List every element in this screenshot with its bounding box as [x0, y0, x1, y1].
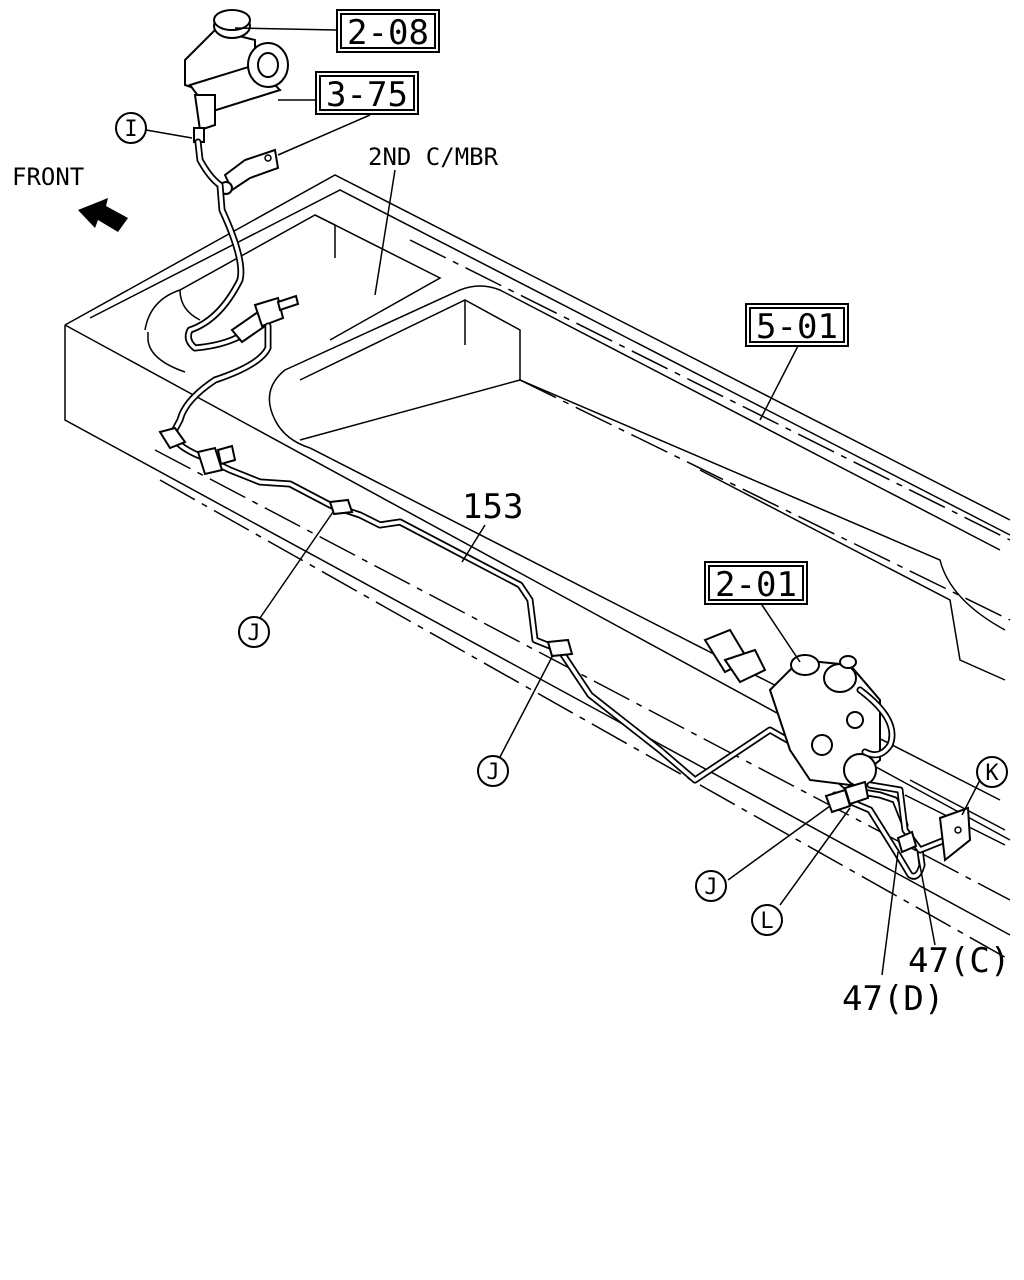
callout-i-label: I	[124, 117, 137, 142]
pipe-joint-l	[843, 780, 918, 854]
callout-j-1-label: J	[247, 621, 260, 646]
front-label: FRONT	[12, 163, 84, 191]
pipe-bracket-k	[938, 806, 972, 862]
callout-j-3[interactable]: J	[695, 870, 727, 902]
callout-l-label: L	[760, 909, 773, 934]
callout-l[interactable]: L	[751, 904, 783, 936]
ref-label-3-75: 3-75	[326, 75, 408, 115]
callout-j-1[interactable]: J	[238, 616, 270, 648]
cross-member-label: 2ND C/MBR	[368, 143, 499, 171]
clutch-booster-unit	[703, 628, 896, 787]
ref-box-3-75[interactable]: 3-75	[315, 71, 419, 115]
ref-label-2-08: 2-08	[347, 13, 429, 53]
ref-box-2-08[interactable]: 2-08	[336, 9, 440, 53]
clutch-hose	[184, 138, 254, 352]
leader-lines	[145, 27, 981, 976]
frame-body	[64, 174, 1011, 961]
ref-label-2-01: 2-01	[715, 565, 797, 605]
ref-box-5-01[interactable]: 5-01	[745, 303, 849, 347]
callout-j-2[interactable]: J	[477, 755, 509, 787]
pipe-bracket-upper	[219, 148, 280, 195]
part-number-47d: 47(D)	[842, 979, 944, 1019]
part-number-47c: 47(C)	[908, 941, 1010, 981]
callout-j-3-label: J	[704, 875, 717, 900]
front-arrow-icon	[78, 198, 128, 232]
callout-k[interactable]: K	[976, 756, 1008, 788]
callout-k-label: K	[985, 761, 999, 786]
pipe-clip-2	[546, 638, 574, 658]
front-fitting-upper	[230, 294, 300, 344]
part-number-153: 153	[462, 487, 523, 527]
pipe-47	[831, 781, 949, 880]
master-cylinder-assembly	[184, 9, 289, 143]
ref-box-2-01[interactable]: 2-01	[704, 561, 808, 605]
front-fitting-lower	[158, 426, 237, 476]
callout-j-2-label: J	[486, 760, 499, 785]
pipe-clip-1	[328, 498, 354, 516]
ref-label-5-01: 5-01	[756, 307, 838, 347]
callout-i[interactable]: I	[115, 112, 147, 144]
